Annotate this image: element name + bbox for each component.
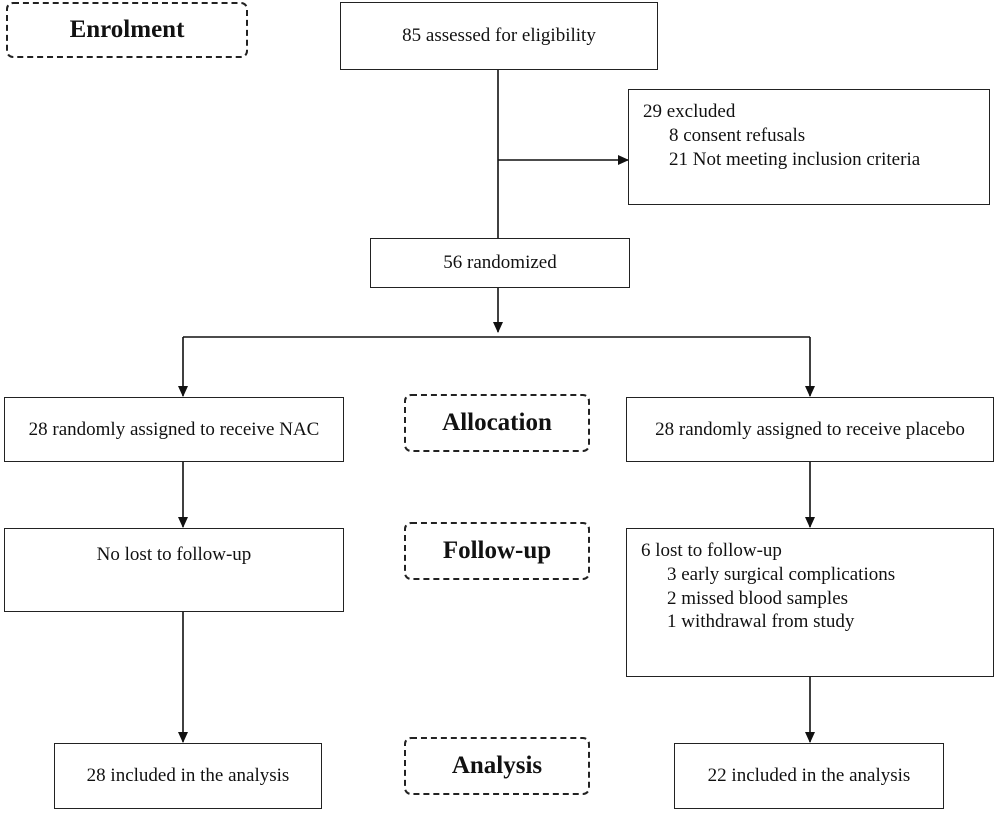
- placebo-followup-item: 1 withdrawal from study: [667, 611, 855, 633]
- placebo-followup-item: 3 early surgical complications: [667, 563, 896, 585]
- phase-label-allocation: Allocation: [404, 394, 590, 452]
- assessed-box: 85 assessed for eligibility: [340, 2, 658, 70]
- phase-label-analysis: Analysis: [404, 737, 590, 795]
- nac-followup-box: No lost to follow-up: [4, 528, 344, 612]
- nac-analysis-text: 28 included in the analysis: [86, 765, 290, 787]
- phase-label-follow-up: Follow-up: [404, 522, 590, 580]
- assessed-text: 85 assessed for eligibility: [402, 25, 596, 47]
- randomized-box: 56 randomized: [370, 238, 630, 288]
- excluded-box: 29 excluded 8 consent refusals 21 Not me…: [628, 89, 990, 205]
- placebo-assigned-text: 28 randomly assigned to receive placebo: [655, 418, 965, 440]
- nac-assigned-text: 28 randomly assigned to receive NAC: [28, 418, 320, 440]
- placebo-analysis-box: 22 included in the analysis: [674, 743, 944, 809]
- phase-label-enrolment: Enrolment: [6, 2, 248, 58]
- excluded-item: 8 consent refusals: [669, 124, 806, 146]
- placebo-followup-item: 2 missed blood samples: [667, 587, 849, 609]
- randomized-text: 56 randomized: [443, 252, 557, 274]
- nac-assigned-box: 28 randomly assigned to receive NAC: [4, 397, 344, 462]
- placebo-analysis-text: 22 included in the analysis: [707, 765, 911, 787]
- nac-followup-text: No lost to follow-up: [96, 544, 252, 565]
- nac-analysis-box: 28 included in the analysis: [54, 743, 322, 809]
- excluded-head: 29 excluded: [643, 101, 736, 122]
- placebo-followup-head: 6 lost to follow-up: [641, 540, 782, 561]
- placebo-followup-box: 6 lost to follow-up 3 early surgical com…: [626, 528, 994, 677]
- excluded-item: 21 Not meeting inclusion criteria: [669, 148, 921, 170]
- placebo-assigned-box: 28 randomly assigned to receive placebo: [626, 397, 994, 462]
